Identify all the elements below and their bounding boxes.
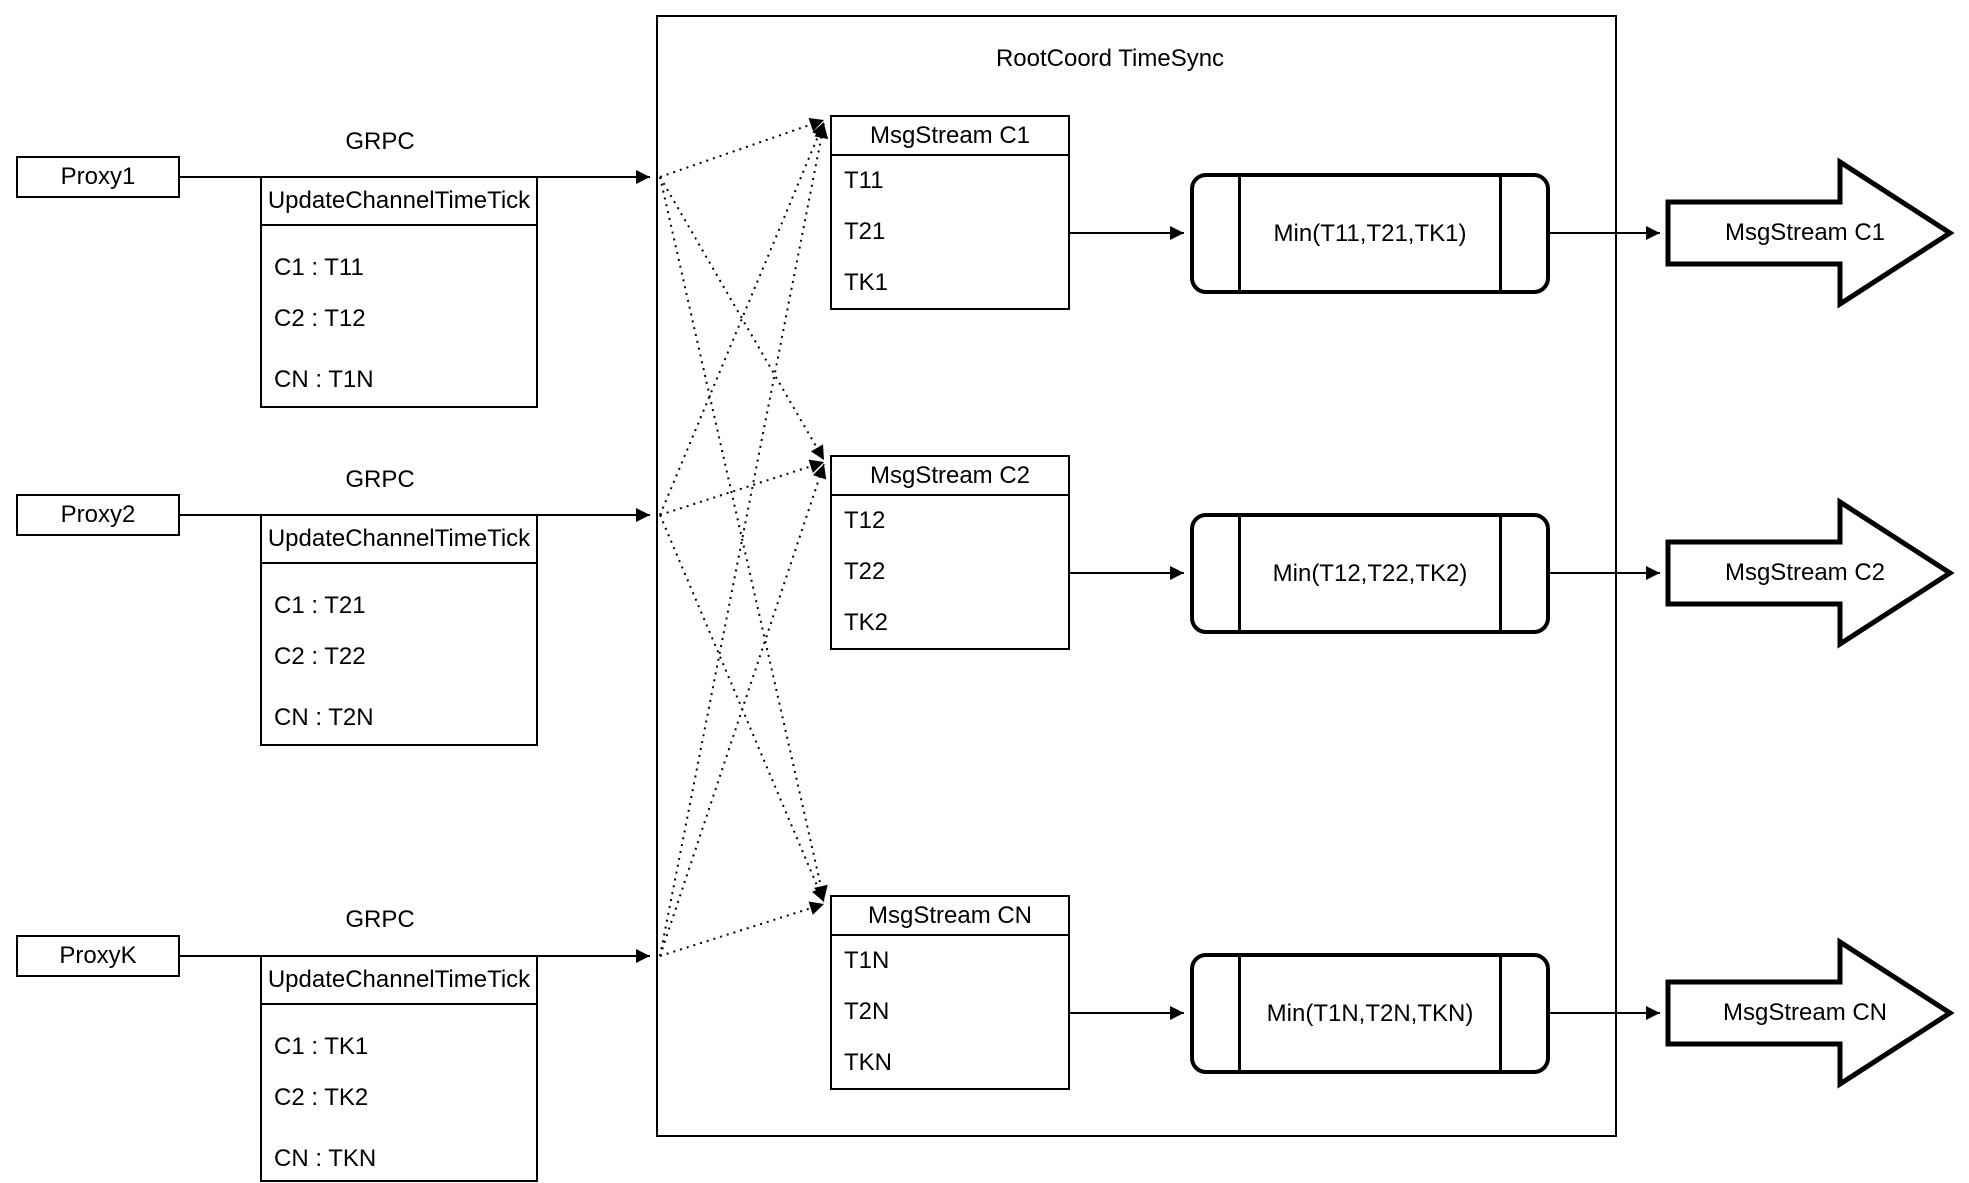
output-arrow-cn-label: MsgStream CN bbox=[1722, 999, 1888, 1026]
grpc-label-3: GRPC bbox=[345, 906, 415, 933]
proxyk-timetick-table: UpdateChannelTimeTick C1 : TK1 C2 : TK2 … bbox=[260, 955, 538, 1182]
output-block-arrow-c2 bbox=[1665, 497, 1955, 649]
table-row: C1 : T11 bbox=[274, 254, 364, 281]
table-row: T22 bbox=[844, 558, 886, 585]
dotted-proxy2-to-c1 bbox=[659, 121, 826, 516]
proxy1-box: Proxy1 bbox=[16, 156, 180, 198]
proxy2-timetick-header: UpdateChannelTimeTick bbox=[262, 516, 536, 564]
msgstream-c2-table: MsgStream C2 T12 T22 TK2 bbox=[830, 455, 1070, 650]
buffer-divider-line bbox=[1238, 957, 1241, 1070]
output-arrow-c1-label: MsgStream C1 bbox=[1724, 219, 1886, 246]
buffer-divider-line bbox=[1238, 177, 1241, 290]
buffer-divider-line bbox=[1499, 517, 1502, 630]
msgstream-c1-header: MsgStream C1 bbox=[832, 117, 1068, 156]
table-row: T1N bbox=[844, 947, 890, 974]
proxyk-box: ProxyK bbox=[16, 935, 180, 977]
table-row: CN : TKN bbox=[274, 1145, 377, 1172]
min-box-c1: Min(T11,T21,TK1) bbox=[1190, 173, 1550, 294]
msgstream-cn-table: MsgStream CN T1N T2N TKN bbox=[830, 895, 1070, 1090]
min-box-cn: Min(T1N,T2N,TKN) bbox=[1190, 953, 1550, 1074]
table-row: CN : T1N bbox=[274, 366, 374, 393]
table-row: TK2 bbox=[844, 609, 889, 636]
rootcoord-timesync-box bbox=[656, 15, 1617, 1137]
table-row: T12 bbox=[844, 507, 886, 534]
output-block-arrow-cn bbox=[1665, 937, 1955, 1089]
table-row: C2 : TK2 bbox=[274, 1084, 369, 1111]
min-c2-label: Min(T12,T22,TK2) bbox=[1272, 559, 1468, 587]
table-row: C2 : T22 bbox=[274, 643, 366, 670]
dotted-proxyk-to-c1 bbox=[659, 123, 829, 957]
table-row: TKN bbox=[844, 1049, 892, 1076]
dotted-proxyk-to-c2 bbox=[659, 463, 827, 957]
table-row: C2 : T12 bbox=[274, 305, 366, 332]
table-row: T11 bbox=[844, 167, 884, 194]
table-row: CN : T2N bbox=[274, 704, 374, 731]
msgstream-c1-table: MsgStream C1 T11 T21 TK1 bbox=[830, 115, 1070, 310]
dotted-proxy1-to-cn bbox=[659, 176, 828, 901]
buffer-divider-line bbox=[1499, 177, 1502, 290]
proxy2-box: Proxy2 bbox=[16, 494, 180, 536]
grpc-label-2: GRPC bbox=[345, 466, 415, 493]
min-c1-label: Min(T11,T21,TK1) bbox=[1273, 219, 1467, 247]
table-row: C1 : TK1 bbox=[274, 1033, 369, 1060]
table-row: T21 bbox=[844, 218, 886, 245]
buffer-divider-line bbox=[1499, 957, 1502, 1070]
dotted-proxyk-to-cn bbox=[659, 901, 825, 957]
grpc-label-1: GRPC bbox=[345, 128, 415, 155]
msgstream-cn-header: MsgStream CN bbox=[832, 897, 1068, 936]
proxy2-timetick-table: UpdateChannelTimeTick C1 : T21 C2 : T22 … bbox=[260, 514, 538, 746]
buffer-divider-line bbox=[1238, 517, 1241, 630]
table-row: C1 : T21 bbox=[274, 592, 366, 619]
table-row: TK1 bbox=[844, 269, 889, 296]
proxyk-timetick-header: UpdateChannelTimeTick bbox=[262, 957, 536, 1005]
msgstream-c2-header: MsgStream C2 bbox=[832, 457, 1068, 496]
rootcoord-timesync-title: RootCoord TimeSync bbox=[995, 45, 1225, 72]
proxy1-timetick-table: UpdateChannelTimeTick C1 : T11 C2 : T12 … bbox=[260, 176, 538, 408]
dotted-proxy2-to-c2 bbox=[659, 459, 825, 516]
min-cn-label: Min(T1N,T2N,TKN) bbox=[1266, 999, 1474, 1027]
dotted-proxy1-to-c1 bbox=[659, 117, 825, 178]
table-row: T2N bbox=[844, 998, 890, 1025]
output-arrow-c2-label: MsgStream C2 bbox=[1724, 559, 1886, 586]
proxy1-timetick-header: UpdateChannelTimeTick bbox=[262, 178, 536, 226]
output-block-arrow-c1 bbox=[1665, 157, 1955, 309]
min-box-c2: Min(T12,T22,TK2) bbox=[1190, 513, 1550, 634]
